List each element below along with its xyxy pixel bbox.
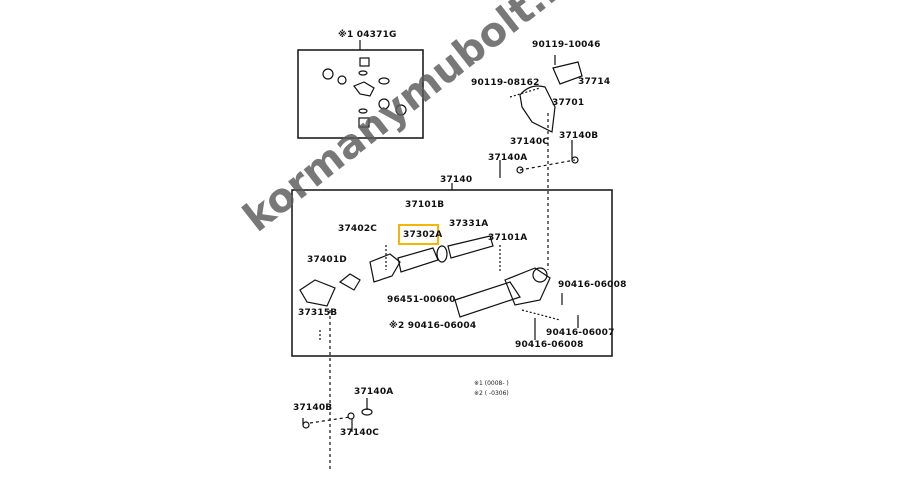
- part-label-90119-08162[interactable]: 90119-08162: [471, 78, 540, 88]
- part-label-37315B[interactable]: 37315B: [298, 308, 338, 318]
- part-label-90416-06004[interactable]: ※2 90416-06004: [389, 321, 477, 331]
- universal-joint-kit-parts: [322, 57, 407, 128]
- part-label-37140B-bottom[interactable]: 37140B: [293, 403, 333, 413]
- part-label-37101B[interactable]: 37101B: [405, 200, 445, 210]
- footnote-2: ※2 ( -0306): [474, 390, 509, 397]
- bottom-mount-hardware: [302, 398, 373, 432]
- highlight-box: [398, 224, 439, 245]
- part-label-37701[interactable]: 37701: [552, 98, 585, 108]
- part-label-37331A[interactable]: 37331A: [449, 219, 489, 229]
- part-label-96451-00600[interactable]: 96451-00600: [387, 295, 456, 305]
- part-label-37140A-top[interactable]: 37140A: [488, 153, 528, 163]
- part-label-90119-10046[interactable]: 90119-10046: [532, 40, 601, 50]
- part-label-37302A[interactable]: 37302A: [403, 230, 443, 240]
- center-bearing-bracket: [499, 55, 583, 270]
- part-label-37140[interactable]: 37140: [440, 175, 473, 185]
- part-label-37140A-bottom[interactable]: 37140A: [354, 387, 394, 397]
- part-label-37714[interactable]: 37714: [578, 77, 611, 87]
- part-label-37140C-bottom[interactable]: 37140C: [340, 428, 380, 438]
- footnote-1: ※1 (0008- ): [474, 380, 509, 387]
- part-label-04371G[interactable]: ※1 04371G: [338, 30, 397, 40]
- part-label-37140B-top[interactable]: 37140B: [559, 131, 599, 141]
- part-label-90416-06007[interactable]: 90416-06007: [546, 328, 615, 338]
- part-label-90416-06008-a[interactable]: 90416-06008: [558, 280, 627, 290]
- part-label-90416-06008-b[interactable]: 90416-06008: [515, 340, 584, 350]
- propeller-shaft: [299, 235, 579, 470]
- part-label-37140C-top[interactable]: 37140C: [510, 137, 550, 147]
- part-label-37402C[interactable]: 37402C: [338, 224, 378, 234]
- propeller-shaft-box: [291, 189, 613, 357]
- part-label-37401D[interactable]: 37401D: [307, 255, 347, 265]
- part-label-37101A[interactable]: 37101A: [488, 233, 528, 243]
